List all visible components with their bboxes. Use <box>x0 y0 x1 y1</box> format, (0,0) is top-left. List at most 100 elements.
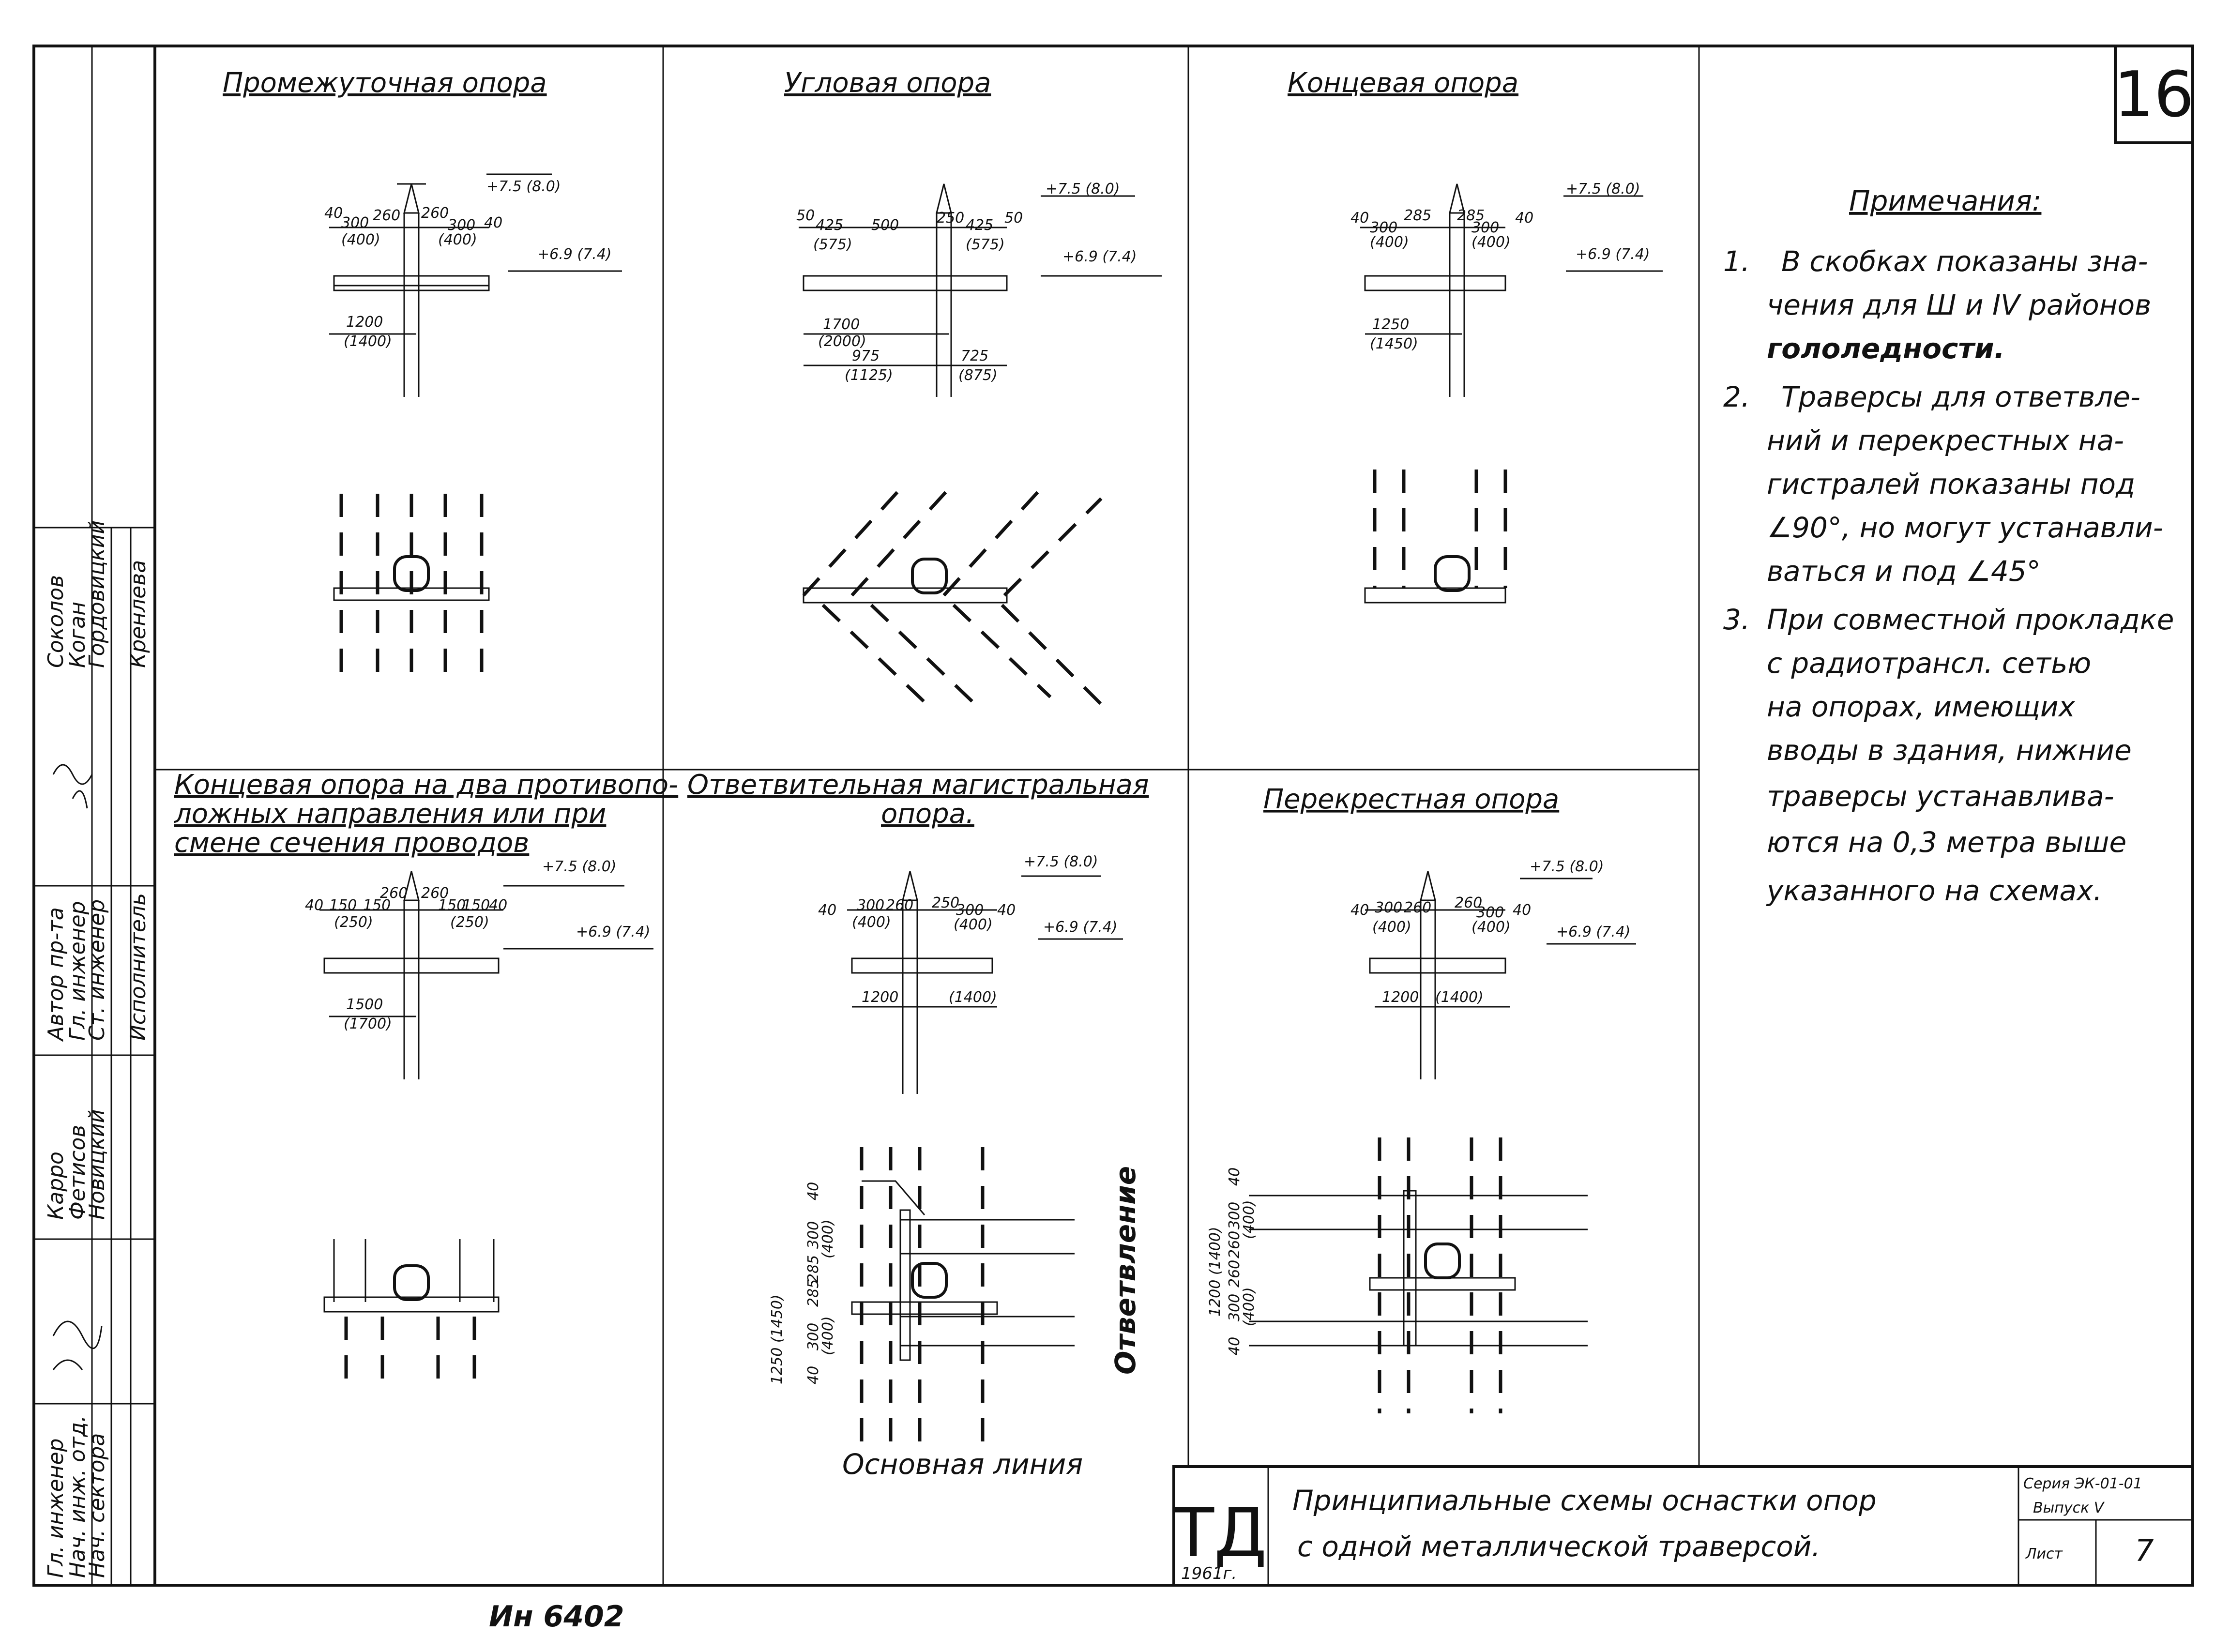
p5-dim-b: 300 <box>857 897 884 914</box>
p5-side-v6: 300 <box>805 1323 822 1350</box>
signature-stamp: Соколов Коган Гордовицкий Кренлева Автор… <box>34 46 155 1585</box>
panel2-title: Угловая опора <box>784 67 991 99</box>
p3-dim-g: (400) <box>1471 234 1511 251</box>
p4-dim-d: 260 <box>380 885 408 902</box>
p3-dim-h: 40 <box>1515 210 1533 227</box>
year: 1961г. <box>1181 1564 1237 1583</box>
stamp-name-2: Коган <box>65 602 90 668</box>
p5-dim-g: (400) <box>954 916 993 933</box>
stamp-role2-4: Исполнитель <box>126 893 151 1041</box>
p3-dim-e: 285 <box>1457 207 1485 224</box>
panel5-title-2: опора. <box>881 798 974 830</box>
p2-dim-len2: (2000) <box>818 333 866 350</box>
p6-side-v7: (400) <box>1241 1287 1258 1326</box>
p3-dim-len: 1250 <box>1372 316 1409 333</box>
p5-dim-e: 250 <box>932 894 959 911</box>
note2-line1: Траверсы для ответвле- <box>1781 380 2140 413</box>
p3-dim-b: 300 <box>1370 219 1397 236</box>
p4-dim-len: 1500 <box>346 996 383 1013</box>
panel-cross-support: Перекрестная опора +7.5 (8.0) +6.9 (7.4)… <box>1207 784 1636 1413</box>
p1-level-top: +7.5 (8.0) <box>486 178 561 195</box>
sheet-no: 7 <box>2135 1533 2154 1568</box>
p2-dim-l: 975 <box>852 348 880 364</box>
p5-dim-a: 40 <box>818 902 836 919</box>
stamp-name1-1: Карро <box>44 1152 68 1220</box>
p6-level-mid: +6.9 (7.4) <box>1556 924 1631 940</box>
p3-dim-c: (400) <box>1370 234 1409 251</box>
p4-dim-g: 150 <box>462 897 490 914</box>
p2-dim-a: 50 <box>796 207 815 224</box>
p2-level-mid: +6.9 (7.4) <box>1062 248 1137 265</box>
p5-side-total: 1250 (1450) <box>769 1294 786 1384</box>
p1-dim-b: 300 <box>341 214 369 231</box>
p3-level-mid: +6.9 (7.4) <box>1576 246 1650 263</box>
drawing-title-1: Принципиальные схемы оснастки опор <box>1292 1484 1877 1517</box>
stamp-role-1: Гл. инженер <box>44 1439 68 1578</box>
p5-side-v2: 300 <box>805 1221 822 1249</box>
p3-dim-f: 300 <box>1471 219 1499 236</box>
branch-label: Ответвление <box>1109 1166 1142 1375</box>
stamp-role2-2: Гл. инженер <box>65 901 90 1041</box>
org-logo-text: ТД <box>1172 1494 1267 1573</box>
panel4-title-1: Концевая опора на два противопо- <box>174 769 678 801</box>
notes-block: Примечания: 1. В скобках показаны зна- ч… <box>1723 184 2174 907</box>
p5-dim-len: 1200 <box>862 989 898 1006</box>
panel-end-support-two-directions: Концевая опора на два противопо- ложных … <box>174 769 678 1384</box>
p6-dim-c: (400) <box>1372 919 1411 936</box>
p2-dim-b: 425 <box>816 217 843 234</box>
p4-dim-h: 40 <box>489 897 507 914</box>
p2-dim-c: (575) <box>813 236 852 253</box>
p4-dim-len2: (1700) <box>344 1015 392 1032</box>
p5-level-mid: +6.9 (7.4) <box>1043 919 1118 936</box>
p2-dim-l2: (1125) <box>845 367 893 384</box>
sheet-number-box <box>2114 45 2194 144</box>
p6-level-top: +7.5 (8.0) <box>1530 858 1604 875</box>
p1-dim-c: (400) <box>341 231 380 248</box>
note3-line4: вводы в здания, нижние <box>1767 734 2132 767</box>
p2-dim-f: 425 <box>966 217 993 234</box>
note1-line1: В скобках показаны зна- <box>1781 245 2148 278</box>
p4-level-top: +7.5 (8.0) <box>542 858 617 875</box>
p1-dim-len: 1200 <box>346 314 383 331</box>
note3-line3: на опорах, имеющих <box>1767 690 2076 723</box>
drawing-title-2: с одной металлической траверсой. <box>1297 1530 1820 1563</box>
p6-dim-len: 1200 <box>1382 989 1419 1006</box>
panel6-title: Перекрестная опора <box>1263 784 1559 815</box>
p6-side-v5: 260 <box>1226 1260 1243 1288</box>
p4-dim-f: 150 <box>438 897 466 914</box>
inventory-number: Ин 6402 <box>489 1600 624 1634</box>
p3-dim-d: 285 <box>1404 207 1431 224</box>
p6-side-v6: 300 <box>1226 1294 1243 1321</box>
p6-dim-h: 40 <box>1513 902 1531 919</box>
p5-side-v5: 285 <box>805 1279 822 1307</box>
p6-side-v8: 40 <box>1226 1337 1243 1355</box>
p5-dim-len2: (1400) <box>949 989 997 1006</box>
p1-dim-g: (400) <box>438 231 477 248</box>
p4-dim-a: 40 <box>305 897 323 914</box>
panel1-title: Промежуточная опора <box>223 67 547 99</box>
stamp-name1-3: Новицкий <box>85 1109 109 1220</box>
note3-line6: ются на 0,3 метра выше <box>1767 826 2126 859</box>
p6-side-v4: 260 <box>1226 1231 1243 1258</box>
note3-line1: При совместной прокладке <box>1767 603 2174 636</box>
sheet-number: 16 <box>2114 58 2194 131</box>
p6-side-v2: 300 <box>1226 1202 1243 1229</box>
panel-end-support: Концевая опора +7.5 (8.0) +6.9 (7.4) 40 … <box>1288 67 1663 604</box>
p3-level-top: +7.5 (8.0) <box>1566 181 1640 197</box>
p2-dim-g: (575) <box>966 236 1005 253</box>
p1-dim-f: 300 <box>448 217 475 234</box>
p6-side-v1: 40 <box>1226 1167 1243 1186</box>
panel3-title: Концевая опора <box>1288 67 1518 99</box>
stamp-role-2: Нач. инж. отд. <box>65 1415 90 1578</box>
p2-dim-d: 500 <box>871 217 899 234</box>
p2-dim-r: 725 <box>961 348 988 364</box>
p6-dim-a: 40 <box>1350 902 1369 919</box>
stamp-name-4: Кренлева <box>126 560 151 668</box>
p6-dim-e: 260 <box>1455 894 1482 911</box>
note3-line2: с радиотрансл. сетью <box>1767 647 2091 680</box>
p6-dim-len2: (1400) <box>1435 989 1484 1006</box>
p3-dim-len2: (1450) <box>1370 335 1418 352</box>
p6-dim-b: 300 <box>1375 899 1402 916</box>
panel4-title-3: смене сечения проводов <box>174 827 529 859</box>
